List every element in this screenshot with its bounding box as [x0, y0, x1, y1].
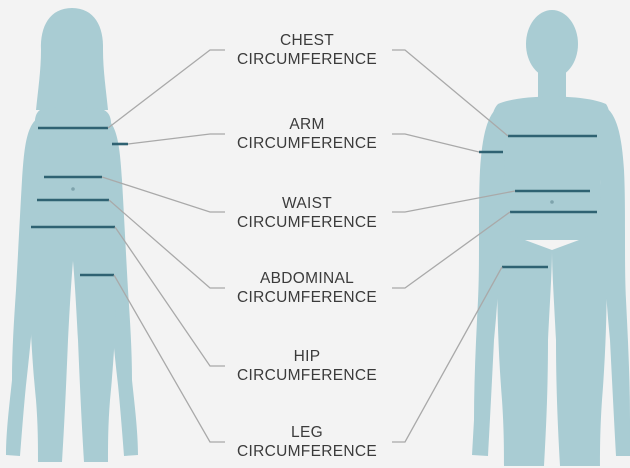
label-arm-subtitle: CIRCUMFERENCE: [212, 134, 402, 153]
label-hip: HIP CIRCUMFERENCE: [212, 347, 402, 385]
label-chest-title: CHEST: [212, 31, 402, 50]
label-leg-subtitle: CIRCUMFERENCE: [212, 442, 402, 461]
leader-hip-left: [115, 227, 225, 366]
label-hip-title: HIP: [212, 347, 402, 366]
female-navel-dot: [71, 187, 75, 191]
leader-arm-right: [392, 134, 479, 152]
label-arm-title: ARM: [212, 115, 402, 134]
label-abdominal-title: ABDOMINAL: [212, 269, 402, 288]
label-chest-subtitle: CIRCUMFERENCE: [212, 50, 402, 69]
female-silhouette: [6, 8, 138, 462]
leader-arm-left: [128, 134, 225, 144]
male-navel-dot: [550, 200, 554, 204]
label-chest: CHEST CIRCUMFERENCE: [212, 31, 402, 69]
label-hip-subtitle: CIRCUMFERENCE: [212, 366, 402, 385]
label-abdominal: ABDOMINAL CIRCUMFERENCE: [212, 269, 402, 307]
label-leg: LEG CIRCUMFERENCE: [212, 423, 402, 461]
leader-chest-left: [108, 50, 225, 128]
label-abdominal-subtitle: CIRCUMFERENCE: [212, 288, 402, 307]
label-arm: ARM CIRCUMFERENCE: [212, 115, 402, 153]
male-silhouette: [472, 10, 630, 466]
label-leg-title: LEG: [212, 423, 402, 442]
label-waist-title: WAIST: [212, 194, 402, 213]
label-waist: WAIST CIRCUMFERENCE: [212, 194, 402, 232]
label-waist-subtitle: CIRCUMFERENCE: [212, 213, 402, 232]
